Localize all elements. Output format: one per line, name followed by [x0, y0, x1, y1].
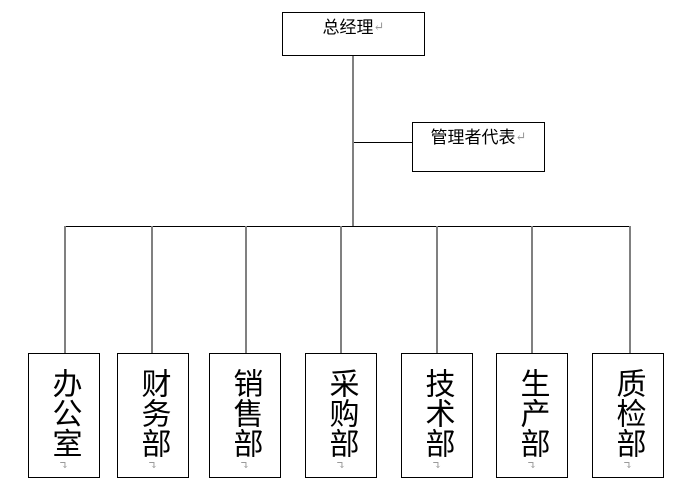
paragraph-mark-icon: ↵ — [334, 459, 348, 471]
node-department-quality[interactable]: 质检部 ↵ — [592, 353, 664, 478]
connector-horizontal-bus — [64, 226, 631, 227]
node-department-purchasing[interactable]: 采购部 ↵ — [305, 353, 377, 478]
node-department-sales[interactable]: 销售部 ↵ — [209, 353, 281, 478]
node-management-representative-text: 管理者代表 — [430, 128, 516, 147]
node-general-manager[interactable]: 总经理↵ — [282, 12, 425, 56]
node-department-purchasing-text: 采购部 — [324, 368, 358, 458]
node-department-office-text: 办公室 — [47, 368, 81, 458]
node-department-quality-label: 质检部 ↵ — [593, 368, 663, 473]
node-department-production-text: 生产部 — [515, 368, 549, 458]
paragraph-mark-icon: ↵ — [430, 459, 444, 471]
node-department-production[interactable]: 生产部 ↵ — [496, 353, 568, 478]
node-department-technology-text: 技术部 — [420, 368, 454, 458]
node-department-office[interactable]: 办公室 ↵ — [28, 353, 100, 478]
node-department-production-label: 生产部 ↵ — [497, 368, 567, 473]
node-department-technology-label: 技术部 ↵ — [402, 368, 472, 473]
node-management-representative-label: 管理者代表↵ — [413, 127, 544, 148]
paragraph-mark-icon: ↵ — [146, 459, 160, 471]
connector-branch-representative — [354, 142, 412, 143]
node-department-finance[interactable]: 财务部 ↵ — [117, 353, 189, 478]
node-general-manager-text: 总经理 — [322, 18, 374, 37]
paragraph-mark-icon: ↵ — [238, 459, 252, 471]
node-general-manager-label: 总经理↵ — [283, 17, 424, 38]
node-department-finance-text: 财务部 — [136, 368, 170, 458]
paragraph-mark-icon: ↵ — [515, 129, 527, 144]
node-department-technology[interactable]: 技术部 ↵ — [401, 353, 473, 478]
node-department-finance-label: 财务部 ↵ — [118, 368, 188, 473]
paragraph-mark-icon: ↵ — [57, 459, 71, 471]
paragraph-mark-icon: ↵ — [373, 19, 385, 34]
connector-drop-purchasing — [340, 226, 342, 353]
node-department-office-label: 办公室 ↵ — [29, 368, 99, 473]
connector-drop-production — [531, 226, 533, 353]
node-department-sales-label: 销售部 ↵ — [210, 368, 280, 473]
paragraph-mark-icon: ↵ — [525, 459, 539, 471]
paragraph-mark-icon: ↵ — [621, 459, 635, 471]
connector-drop-technology — [436, 226, 438, 353]
node-department-quality-text: 质检部 — [611, 368, 645, 458]
connector-drop-office — [64, 226, 66, 353]
connector-drop-finance — [151, 226, 153, 353]
connector-drop-sales — [245, 226, 247, 353]
node-department-sales-text: 销售部 — [228, 368, 262, 458]
connector-drop-quality — [629, 226, 631, 353]
node-management-representative[interactable]: 管理者代表↵ — [412, 122, 545, 172]
node-department-purchasing-label: 采购部 ↵ — [306, 368, 376, 473]
connector-trunk-vertical — [352, 56, 354, 226]
